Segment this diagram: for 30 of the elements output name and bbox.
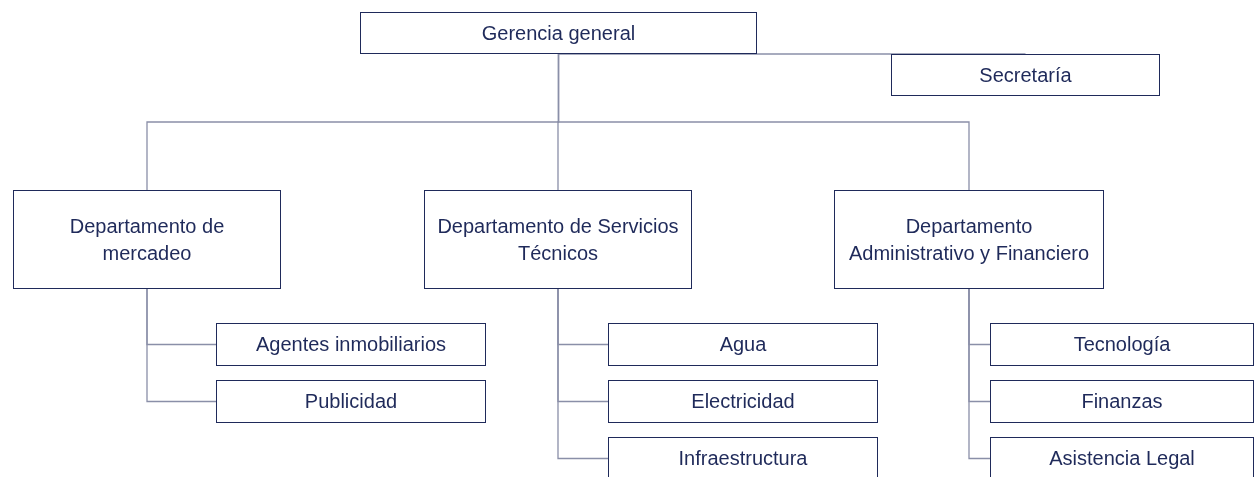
org-box: [608, 380, 878, 423]
org-box: [891, 54, 1160, 96]
box-label: Agentes inmobiliarios: [254, 332, 448, 357]
org-box: [834, 190, 1104, 289]
org-box: [216, 380, 486, 423]
box-label: Agua: [718, 332, 768, 357]
org-box: [13, 190, 281, 289]
box-label: Asistencia Legal: [1048, 446, 1196, 471]
org-box: [608, 437, 878, 477]
box-label: Tecnología: [1072, 332, 1172, 357]
org-box: [360, 12, 757, 54]
connector-line: [146, 288, 217, 403]
connector-line: [968, 288, 991, 460]
org-box: [990, 437, 1254, 477]
box-label: Departamento de mercadeo: [68, 213, 226, 266]
org-box: [424, 190, 692, 289]
org-box: [216, 323, 486, 366]
org-box: [608, 323, 878, 366]
box-label: Secretaría: [978, 62, 1073, 88]
connector-line: [557, 53, 970, 191]
org-box: [990, 380, 1254, 423]
box-label: Infraestructura: [677, 446, 809, 471]
box-label: Finanzas: [1080, 389, 1164, 414]
box-label: Publicidad: [303, 389, 399, 414]
box-label: Gerencia general: [480, 20, 637, 46]
connector-line: [557, 288, 609, 460]
org-box: [990, 323, 1254, 366]
box-label: Electricidad: [690, 389, 796, 414]
box-label: Departamento Administrativo y Financiero: [847, 213, 1091, 266]
box-label: Departamento de Servicios Técnicos: [436, 213, 680, 266]
